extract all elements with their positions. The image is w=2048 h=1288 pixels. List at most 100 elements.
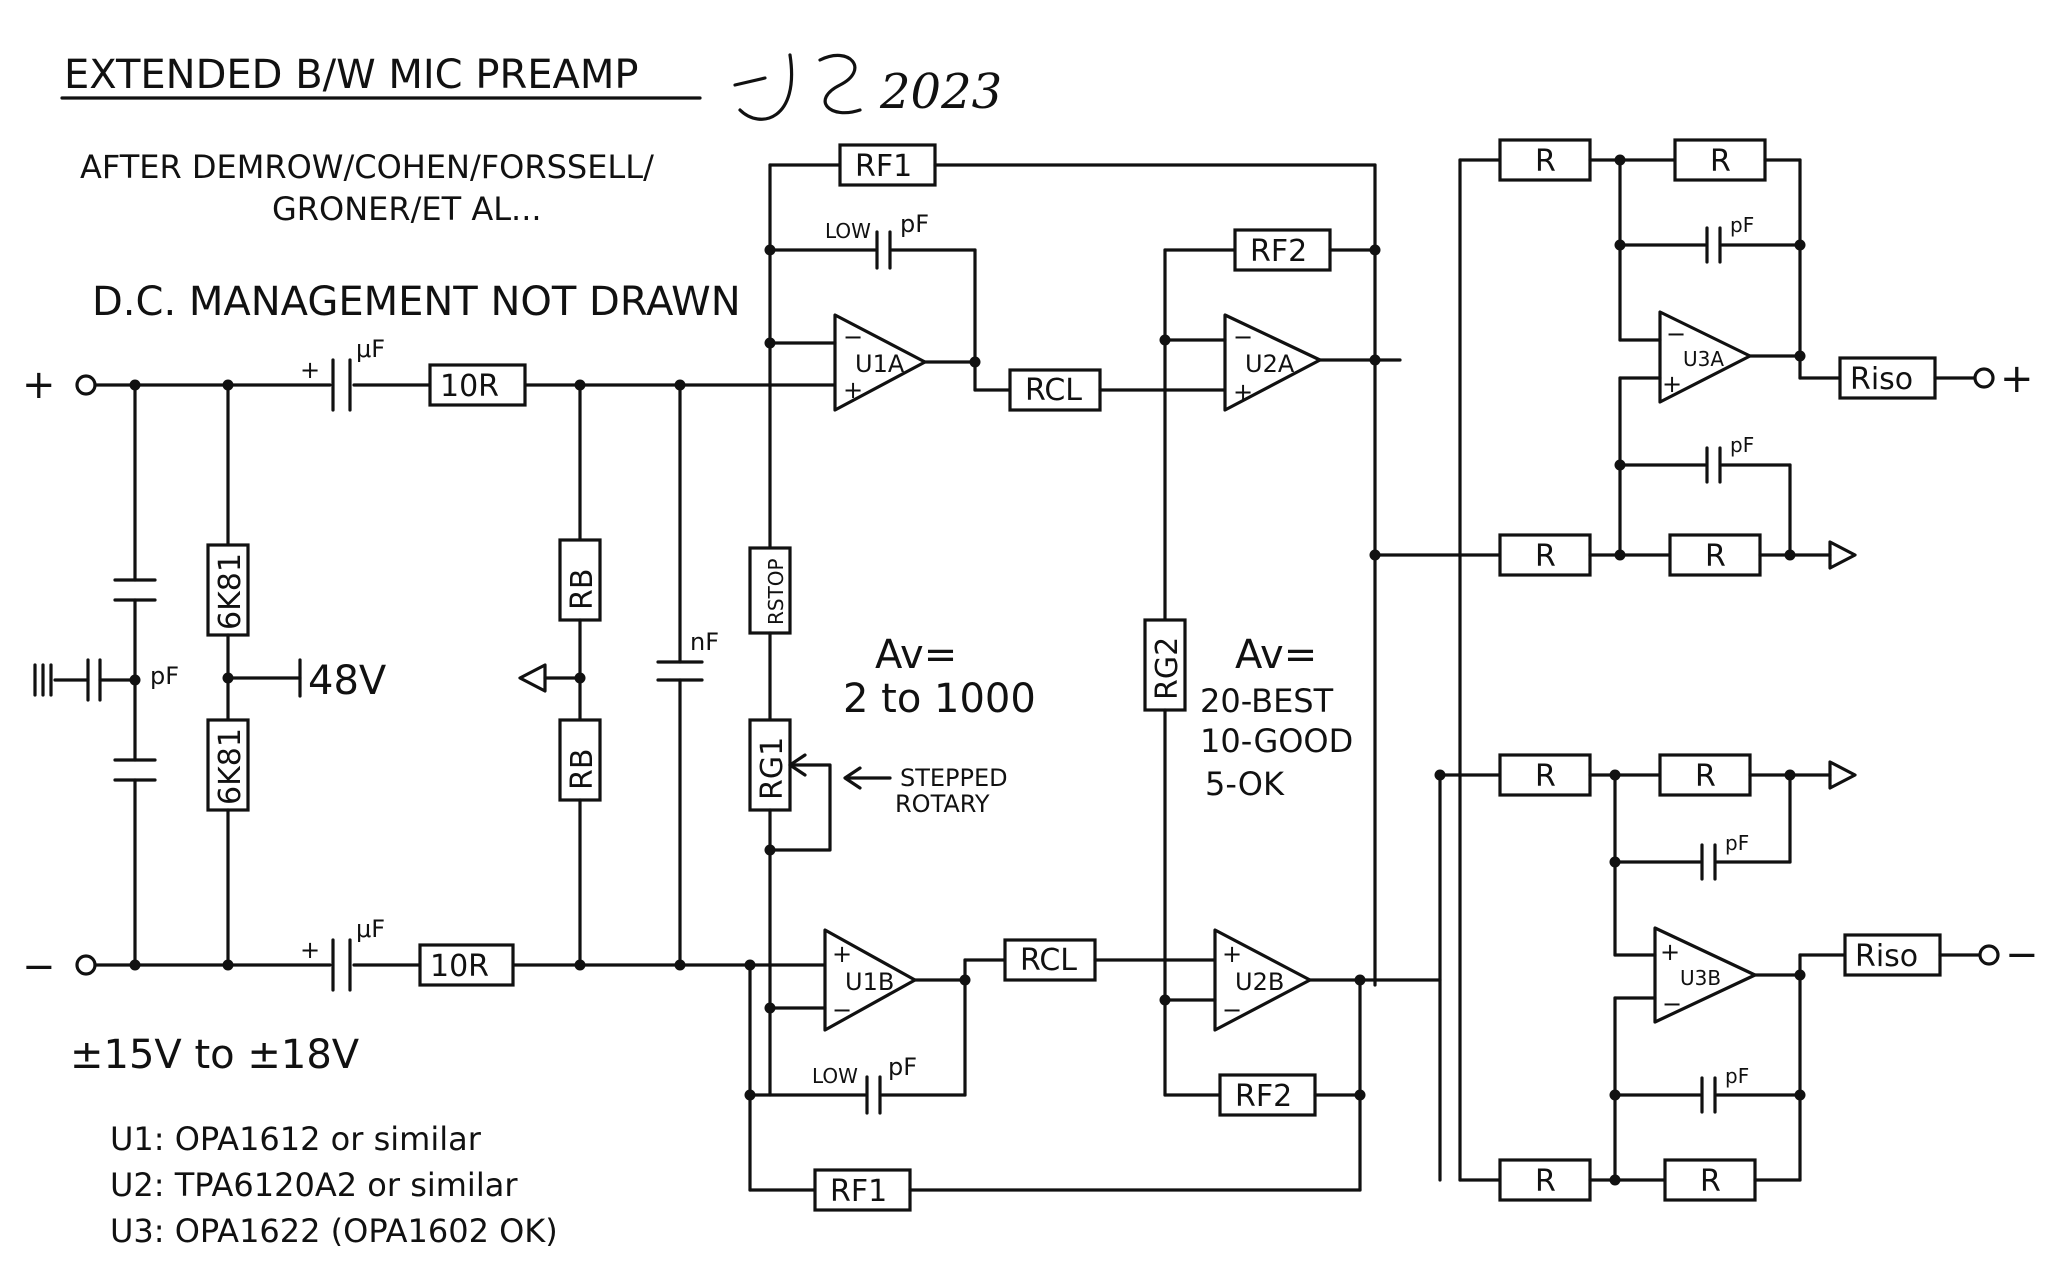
input-plus-label: + [22, 362, 56, 408]
svg-text:Riso: Riso [1855, 939, 1918, 974]
svg-text:RG2: RG2 [1150, 637, 1185, 700]
svg-text:R: R [1700, 1164, 1721, 1199]
opamp-u1a: − + U1A [833, 313, 927, 412]
rf-filter-cap-label: pF [150, 662, 179, 690]
resistor-r-u3a-fb: R [1673, 138, 1767, 182]
resistor-rf2-top: RF2 [1233, 228, 1332, 272]
resistor-6k81-bottom: 6K81 [206, 718, 250, 812]
svg-text:U3B: U3B [1680, 966, 1721, 990]
diagram-title: EXTENDED B/W MIC PREAMP [64, 52, 639, 98]
svg-text:+: + [832, 940, 852, 968]
cap-pf-u3b-ref: pF [1700, 831, 1749, 881]
svg-text:R: R [1535, 759, 1556, 794]
svg-text:10R: 10R [430, 949, 489, 984]
rf-filter-cap-top [113, 578, 157, 602]
output-plus-label: + [2000, 356, 2034, 402]
svg-text:U2A: U2A [1245, 350, 1295, 378]
stage2-gain-3: 10-GOOD [1200, 722, 1353, 760]
diff-cap-nf: nF [656, 628, 719, 682]
svg-text:U3A: U3A [1683, 347, 1724, 371]
svg-text:RB: RB [565, 569, 600, 610]
resistor-6k81-top: 6K81 [206, 543, 250, 637]
resistor-rf1-bottom: RF1 [813, 1168, 912, 1212]
opamp-u3b: + − U3B [1653, 926, 1757, 1024]
svg-text:+: + [1233, 378, 1253, 406]
svg-text:RF1: RF1 [855, 149, 912, 184]
output-minus-label: − [2005, 932, 2039, 978]
resistor-rb-bottom: RB [558, 718, 602, 802]
supply-note: ±15V to ±18V [70, 1032, 360, 1078]
svg-text:−: − [1662, 990, 1682, 1018]
junction-dots [129, 154, 1806, 1186]
resistor-rf1-top: RF1 [838, 143, 937, 187]
svg-text:+: + [1662, 370, 1682, 398]
resistor-rcl-bottom: RCL [1003, 938, 1097, 982]
opamp-u2a: − + U2A [1223, 313, 1322, 412]
ground-arrow-u3b [1828, 760, 1857, 790]
stage1-gain-1: Av= [875, 632, 957, 678]
svg-text:U1B: U1B [845, 968, 894, 996]
svg-text:−: − [1666, 320, 1686, 348]
svg-text:pF: pF [1730, 213, 1754, 237]
resistor-rf2-bottom: RF2 [1218, 1073, 1317, 1117]
rf-filter-cap-bottom [113, 758, 157, 782]
opamp-u3a: − + U3A [1658, 310, 1752, 404]
svg-text:R: R [1705, 539, 1726, 574]
input-cap-plus: + μF [300, 335, 385, 412]
ground-arrow-u3a [1828, 540, 1857, 570]
svg-text:+: + [1660, 938, 1680, 966]
svg-text:R: R [1535, 1164, 1556, 1199]
svg-text:RSTOP: RSTOP [764, 558, 788, 625]
input-cap-minus: + μF [300, 915, 385, 992]
svg-text:nF: nF [690, 628, 719, 656]
resistor-rb-top: RB [558, 538, 602, 622]
stepped-label-2: ROTARY [895, 790, 990, 818]
svg-text:10R: 10R [440, 369, 499, 404]
stage2-gain-1: Av= [1235, 632, 1317, 678]
resistor-r-u3a-in: R [1498, 138, 1592, 182]
credit-line-1: AFTER DEMROW/COHEN/FORSSELL/ [80, 148, 654, 186]
cap-pf-u3a-ref: pF [1705, 433, 1754, 484]
cap-low-pf-u1b: LOW pF [812, 1053, 917, 1115]
signature-year: 2023 [879, 64, 1002, 120]
opamp-u2b: + − U2B [1213, 928, 1312, 1032]
cap-pf-u3b-fb: pF [1700, 1064, 1749, 1114]
svg-text:−: − [843, 323, 863, 351]
resistor-riso-minus: Riso [1843, 933, 1942, 977]
cap-low-pf-u1a: LOW pF [825, 210, 929, 270]
opamp-u1b: + − U1B [823, 928, 917, 1032]
svg-text:pF: pF [1730, 433, 1754, 457]
part-note-u3: U3: OPA1622 (OPA1602 OK) [110, 1212, 558, 1250]
svg-text:+: + [300, 936, 320, 964]
resistor-10r-plus: 10R [428, 363, 527, 407]
dc-note: D.C. MANAGEMENT NOT DRAWN [92, 279, 741, 325]
svg-text:6K81: 6K81 [213, 553, 248, 630]
svg-text:μF: μF [356, 335, 385, 363]
credit-line-2: GRONER/ET AL... [272, 190, 542, 228]
svg-text:pF: pF [900, 210, 929, 238]
ground-arrow-rb [518, 663, 582, 693]
svg-text:RF1: RF1 [830, 1174, 887, 1209]
cap-pf-u3a-fb: pF [1705, 213, 1754, 264]
phantom-label: 48V [308, 658, 387, 704]
input-minus-label: − [22, 944, 56, 990]
svg-text:+: + [300, 356, 320, 384]
resistor-rcl-top: RCL [1008, 368, 1102, 412]
svg-text:pF: pF [1725, 1064, 1749, 1088]
svg-text:LOW: LOW [812, 1064, 858, 1088]
svg-text:pF: pF [888, 1053, 917, 1081]
resistor-rg2: RG2 [1143, 618, 1187, 712]
resistor-r-u3a-ref-in: R [1498, 533, 1592, 577]
svg-text:RF2: RF2 [1250, 234, 1307, 269]
svg-text:U2B: U2B [1235, 968, 1284, 996]
svg-text:LOW: LOW [825, 219, 871, 243]
svg-text:Riso: Riso [1850, 362, 1913, 397]
resistor-r-u3b-ref-in: R [1498, 753, 1592, 797]
part-note-u2: U2: TPA6120A2 or similar [110, 1166, 518, 1204]
stage2-gain-4: 5-OK [1205, 765, 1285, 803]
svg-text:−: − [832, 996, 852, 1024]
svg-text:+: + [1222, 940, 1242, 968]
svg-text:R: R [1535, 144, 1556, 179]
svg-text:RG1: RG1 [755, 737, 790, 800]
